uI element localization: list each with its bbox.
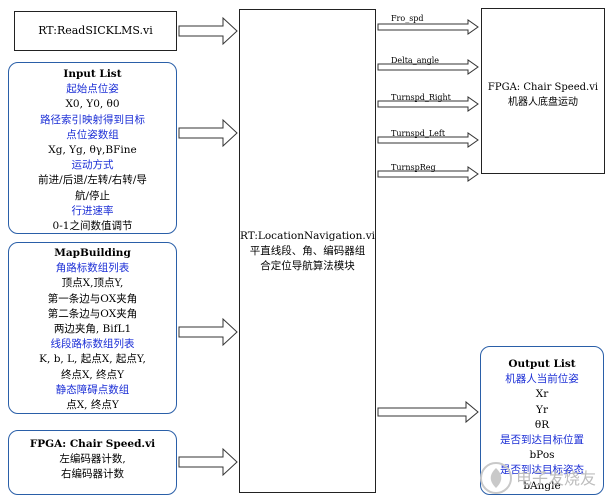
arrow-delta-angle	[377, 59, 479, 75]
output-list-title: Output List	[508, 358, 576, 370]
fpga-output-subtitle: 机器人底盘运动	[508, 97, 578, 109]
input-list-line-9: 行进速率	[71, 204, 114, 217]
output-list-line-4: θR	[534, 418, 550, 431]
input-list-line-4: 点位姿数组	[66, 128, 119, 141]
input-list-line-7: 前进/后退/左转/右转/导	[38, 174, 147, 187]
input-list-line-8: 航/停止	[74, 189, 111, 202]
map-building-line-2: 顶点X,顶点Y,	[61, 277, 124, 290]
location-nav-line-2: 合定位导航算法模块	[260, 260, 355, 273]
output-label-turnspreg: TurnspReg	[391, 163, 436, 172]
input-list-line-5: Xg, Yg, θγ,BFine	[48, 144, 137, 157]
input-list-line-2: X0, Y0, θ0	[65, 98, 120, 111]
fpga-input-title: FPGA: Chair Speed.vi	[29, 438, 156, 450]
map-building-lines: 角路标数组列表顶点X,顶点Y, 第一条边与OX夹角第二条边与OX夹角两边夹角, B…	[9, 261, 176, 413]
fpga-input-box: FPGA: Chair Speed.vi 左编码器计数, 右编码器计数	[8, 430, 177, 495]
fpga-output-box: FPGA: Chair Speed.vi 机器人底盘运动	[481, 8, 605, 174]
output-list-line-8: bAngle	[523, 479, 561, 492]
arrow-read-sick	[178, 16, 238, 46]
map-building-line-1: 角路标数组列表	[55, 262, 130, 275]
output-list-line-1: 机器人当前位姿	[505, 373, 579, 386]
location-nav-title: RT:LocationNavigation.vi	[240, 230, 375, 242]
input-list-line-1: 起始点位姿	[66, 83, 119, 96]
input-list-title: Input List	[63, 68, 122, 80]
output-label-delta-angle: Delta_angle	[391, 56, 440, 65]
flame-logo-icon	[480, 462, 512, 494]
output-list-line-6: bPos	[529, 449, 555, 462]
map-building-line-4: 第二条边与OX夹角	[47, 307, 138, 320]
fpga-output-title: FPGA: Chair Speed.vi	[487, 82, 599, 93]
map-building-line-7: K, b, L, 起点X, 起点Y,	[39, 353, 146, 366]
map-building-line-5: 两边夹角, BifL1	[53, 323, 132, 336]
map-building-line-9: 静态障碍点数组	[55, 383, 130, 396]
read-sick-label: RT:ReadSICKLMS.vi	[38, 24, 153, 37]
output-label-turnspd-left: Turnspd_Left	[391, 129, 446, 138]
input-list-lines: 起始点位姿 X0, Y0, θ0 路径索引映射得到目标点位姿数组 Xg, Yg, θγ…	[9, 82, 176, 234]
map-building-title: MapBuilding	[54, 247, 131, 259]
location-nav-box: RT:LocationNavigation.vi 平直线段、角、编码器组 合定位…	[239, 9, 376, 493]
arrow-output-list	[377, 400, 479, 424]
map-building-line-3: 第一条边与OX夹角	[47, 292, 138, 305]
watermark-logo: 电子发烧友	[480, 462, 596, 494]
output-list-line-2: Xr	[535, 388, 549, 401]
map-building-line-10: 点X, 终点Y	[66, 399, 119, 412]
arrow-turnspd-right	[377, 96, 479, 112]
location-nav-line-1: 平直线段、角、编码器组	[249, 245, 366, 258]
fpga-input-line-1: 左编码器计数,	[59, 453, 126, 466]
read-sick-box: RT:ReadSICKLMS.vi	[14, 11, 177, 51]
arrow-fpga-input	[178, 447, 238, 477]
arrow-turnspreg	[377, 166, 479, 182]
output-label-fro-spd: Fro_spd	[391, 14, 424, 23]
watermark-text: 电子发烧友	[516, 469, 596, 488]
input-list-box: Input List 起始点位姿 X0, Y0, θ0 路径索引映射得到目标点位姿数…	[8, 62, 177, 234]
output-list-line-5: 是否到达目标位置	[500, 434, 584, 447]
output-label-turnspd-right: Turnspd_Right	[391, 93, 451, 102]
map-building-line-8: 终点X, 终点Y	[60, 368, 125, 381]
input-list-line-10: 0-1之间数值调节	[52, 220, 133, 233]
arrow-turnspd-left	[377, 132, 479, 148]
map-building-line-6: 线段路标数组列表	[50, 338, 135, 351]
output-list-line-3: Yr	[536, 403, 548, 416]
map-building-box: MapBuilding 角路标数组列表顶点X,顶点Y, 第一条边与OX夹角第二条边…	[8, 242, 177, 414]
arrow-input-list	[178, 118, 238, 148]
fpga-input-line-2: 右编码器计数	[61, 468, 124, 481]
output-list-line-7: 是否到达目标姿态	[500, 464, 584, 477]
input-list-line-6: 运动方式	[71, 159, 114, 172]
arrow-fro-spd	[377, 19, 479, 35]
input-list-line-3: 路径索引映射得到目标	[40, 113, 145, 126]
arrow-map-building	[178, 317, 238, 347]
